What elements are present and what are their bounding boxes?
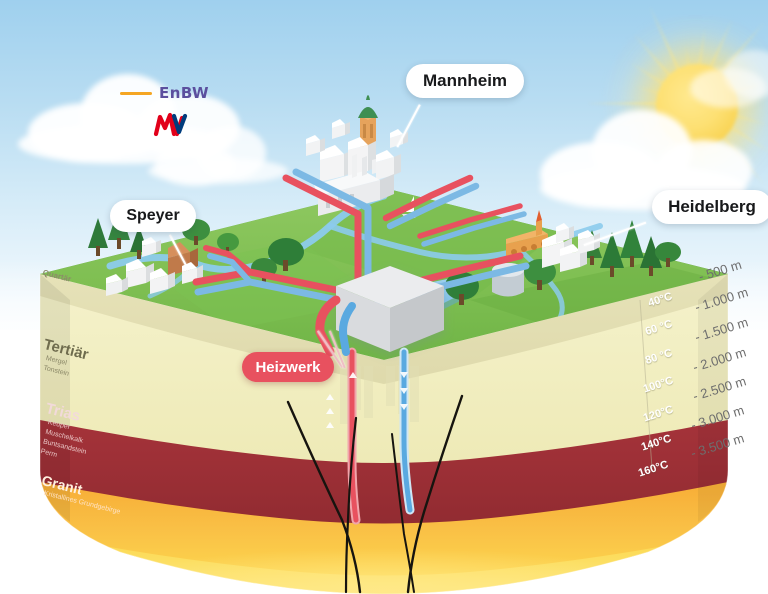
enbw-wordmark: EnBW <box>159 84 210 102</box>
enbw-logo: EnBW <box>120 84 209 102</box>
geothermal-heat-glow <box>84 548 684 594</box>
callout-mannheim[interactable]: Mannheim <box>406 64 524 98</box>
meadow-shade-c <box>470 262 728 330</box>
cold-pipe-spur <box>421 211 527 247</box>
hot-pipe-mannheim-east <box>382 174 474 222</box>
heizwerk-building <box>336 266 444 352</box>
cold-pipe-mannheim <box>292 168 372 286</box>
block-left-shade <box>40 274 70 522</box>
hot-flow-arrows <box>326 372 357 428</box>
callout-speyer-label: Speyer <box>126 207 180 224</box>
block-right-shade <box>698 274 728 522</box>
cloud-right <box>540 88 760 218</box>
callout-heidelberg[interactable]: Heidelberg <box>652 190 768 224</box>
temperature-axis-line <box>639 299 653 469</box>
cold-pipe-northwest <box>207 253 253 285</box>
block-outline <box>39 274 729 594</box>
cold-pipe-mannheim-east <box>386 182 480 230</box>
enbw-line-icon <box>120 91 152 95</box>
hot-pipe-spur <box>417 203 523 239</box>
city-heidelberg <box>492 210 600 297</box>
hot-pipe-mannheim <box>282 174 362 286</box>
cloud-left <box>18 58 248 168</box>
callout-heizwerk-label: Heizwerk <box>255 358 321 376</box>
logo-group: EnBW <box>120 84 240 144</box>
layer-trias <box>40 420 728 528</box>
layer-quartaer <box>40 274 728 388</box>
hot-pipe-northwest <box>203 245 253 275</box>
cold-flow-arrows <box>400 372 408 410</box>
cloud-far-right <box>690 40 768 110</box>
callout-heizwerk[interactable]: Heizwerk <box>242 352 334 382</box>
callout-heidelberg-label: Heidelberg <box>668 197 756 216</box>
tree-right-edge <box>655 242 681 267</box>
plant-to-injection-pipe <box>339 302 356 356</box>
callout-speyer[interactable]: Speyer <box>110 200 196 232</box>
mvv-logo-icon <box>153 112 188 137</box>
layer-tertiaer <box>40 296 728 466</box>
injection-well-cold <box>401 349 413 513</box>
mvv-logo <box>152 110 200 145</box>
fault-lines <box>286 394 464 594</box>
cloud-mid-left <box>148 118 298 188</box>
callout-mannheim-label: Mannheim <box>422 71 508 90</box>
